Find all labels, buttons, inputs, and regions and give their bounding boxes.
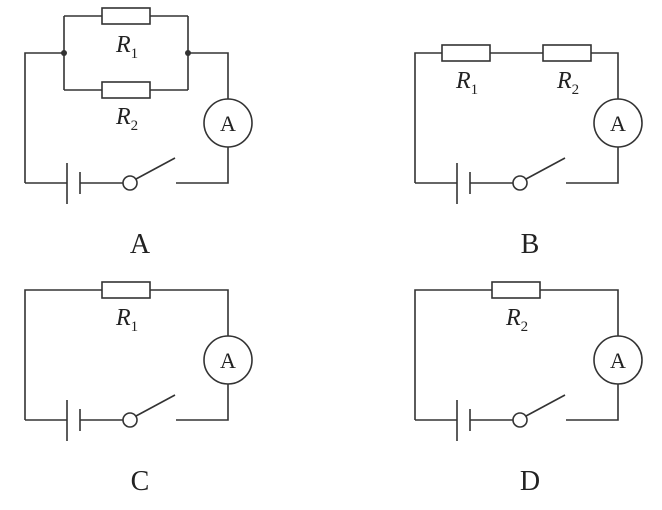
resistor-name: R (556, 68, 572, 94)
ammeter-label: A (220, 348, 236, 373)
switch-lever (525, 394, 566, 417)
resistor-subscript: 1 (131, 319, 139, 335)
resistor-name: R (455, 68, 471, 94)
resistor (441, 44, 491, 62)
switch-lever (135, 157, 176, 180)
option-label: D (520, 466, 540, 497)
resistor (101, 7, 151, 25)
resistor-label: R2 (115, 104, 138, 134)
resistor-subscript: 2 (131, 118, 139, 134)
wire (566, 147, 619, 184)
option-label: C (131, 466, 150, 497)
resistor-name: R (505, 305, 521, 331)
switch-lever (525, 157, 566, 180)
wire (188, 52, 229, 99)
resistor-name: R (115, 305, 131, 331)
circuit-d: R2A D (414, 281, 643, 497)
resistor-label: R1 (115, 305, 138, 335)
ammeter-label: A (610, 348, 626, 373)
circuit-c: R1A C (24, 281, 253, 497)
wire (176, 384, 229, 421)
switch-pivot (122, 412, 138, 428)
ammeter-label: A (610, 111, 626, 136)
resistor-name: R (115, 104, 131, 130)
switch-lever (135, 394, 176, 417)
wire (566, 384, 619, 421)
option-label: A (130, 229, 151, 260)
resistor-subscript: 2 (572, 82, 580, 98)
wire (24, 52, 64, 183)
resistor-label: R2 (556, 68, 579, 98)
resistor-subscript: 1 (131, 46, 139, 62)
junction-dot (61, 50, 67, 56)
resistor-subscript: 2 (521, 319, 529, 335)
resistor (542, 44, 592, 62)
resistor-name: R (115, 32, 131, 58)
resistor (101, 281, 151, 299)
switch-pivot (512, 175, 528, 191)
resistor-label: R1 (455, 68, 478, 98)
wire (414, 52, 619, 183)
resistor (101, 81, 151, 99)
switch-pivot (512, 412, 528, 428)
resistor-subscript: 1 (471, 82, 479, 98)
resistor-label: R2 (505, 305, 528, 335)
resistor-label: R1 (115, 32, 138, 62)
junction-dot (185, 50, 191, 56)
ammeter-label: A (220, 111, 236, 136)
option-label: B (521, 229, 540, 260)
wire (176, 147, 229, 184)
resistor (491, 281, 541, 299)
switch-pivot (122, 175, 138, 191)
